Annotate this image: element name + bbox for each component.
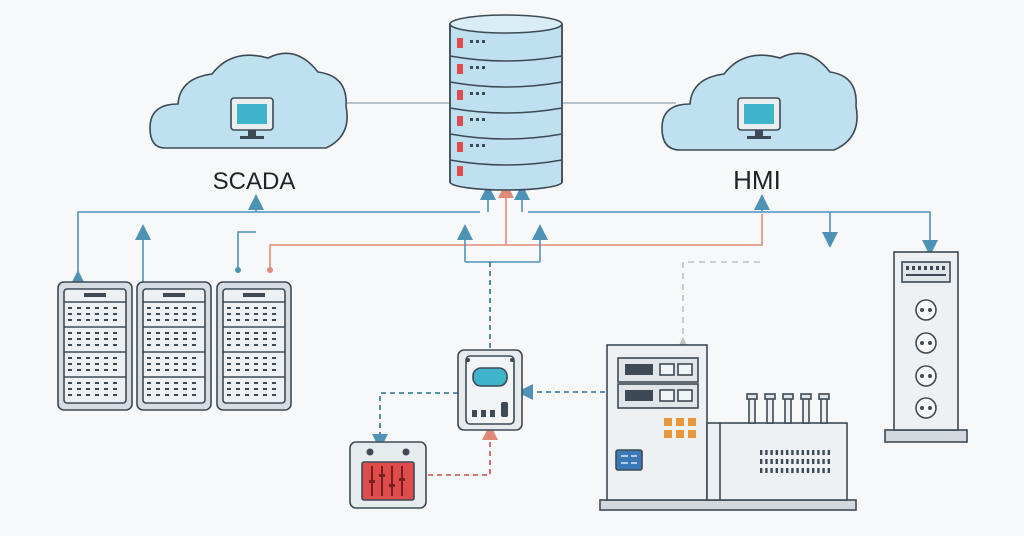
- scada-label: SCADA: [213, 168, 296, 195]
- industrial-machine-icon: [599, 344, 857, 511]
- database-server-icon: [449, 14, 563, 191]
- server-rack: [57, 281, 133, 411]
- io-module-icon: [349, 441, 427, 509]
- machine-gray-dashed: [675, 261, 763, 353]
- bus-left: [70, 211, 480, 286]
- io-plc-red-dashed: [428, 424, 498, 476]
- scada-cloud: [149, 52, 348, 149]
- rack-link-b: [237, 231, 256, 268]
- monitor-icon: [737, 97, 781, 139]
- server-rack-icon: [57, 281, 292, 411]
- monitor-icon: [230, 97, 274, 139]
- plc-io-dashed: [372, 392, 458, 450]
- bus-right: [528, 211, 938, 256]
- connection-lines: [70, 102, 938, 476]
- plc-controller-icon: [457, 349, 523, 431]
- electrical-cabinet-icon: [884, 251, 968, 443]
- hmi-cloud: [661, 52, 858, 151]
- server-rack: [136, 281, 212, 411]
- red-link: [269, 214, 763, 268]
- server-rack: [216, 281, 292, 411]
- hmi-label: HMI: [733, 165, 781, 195]
